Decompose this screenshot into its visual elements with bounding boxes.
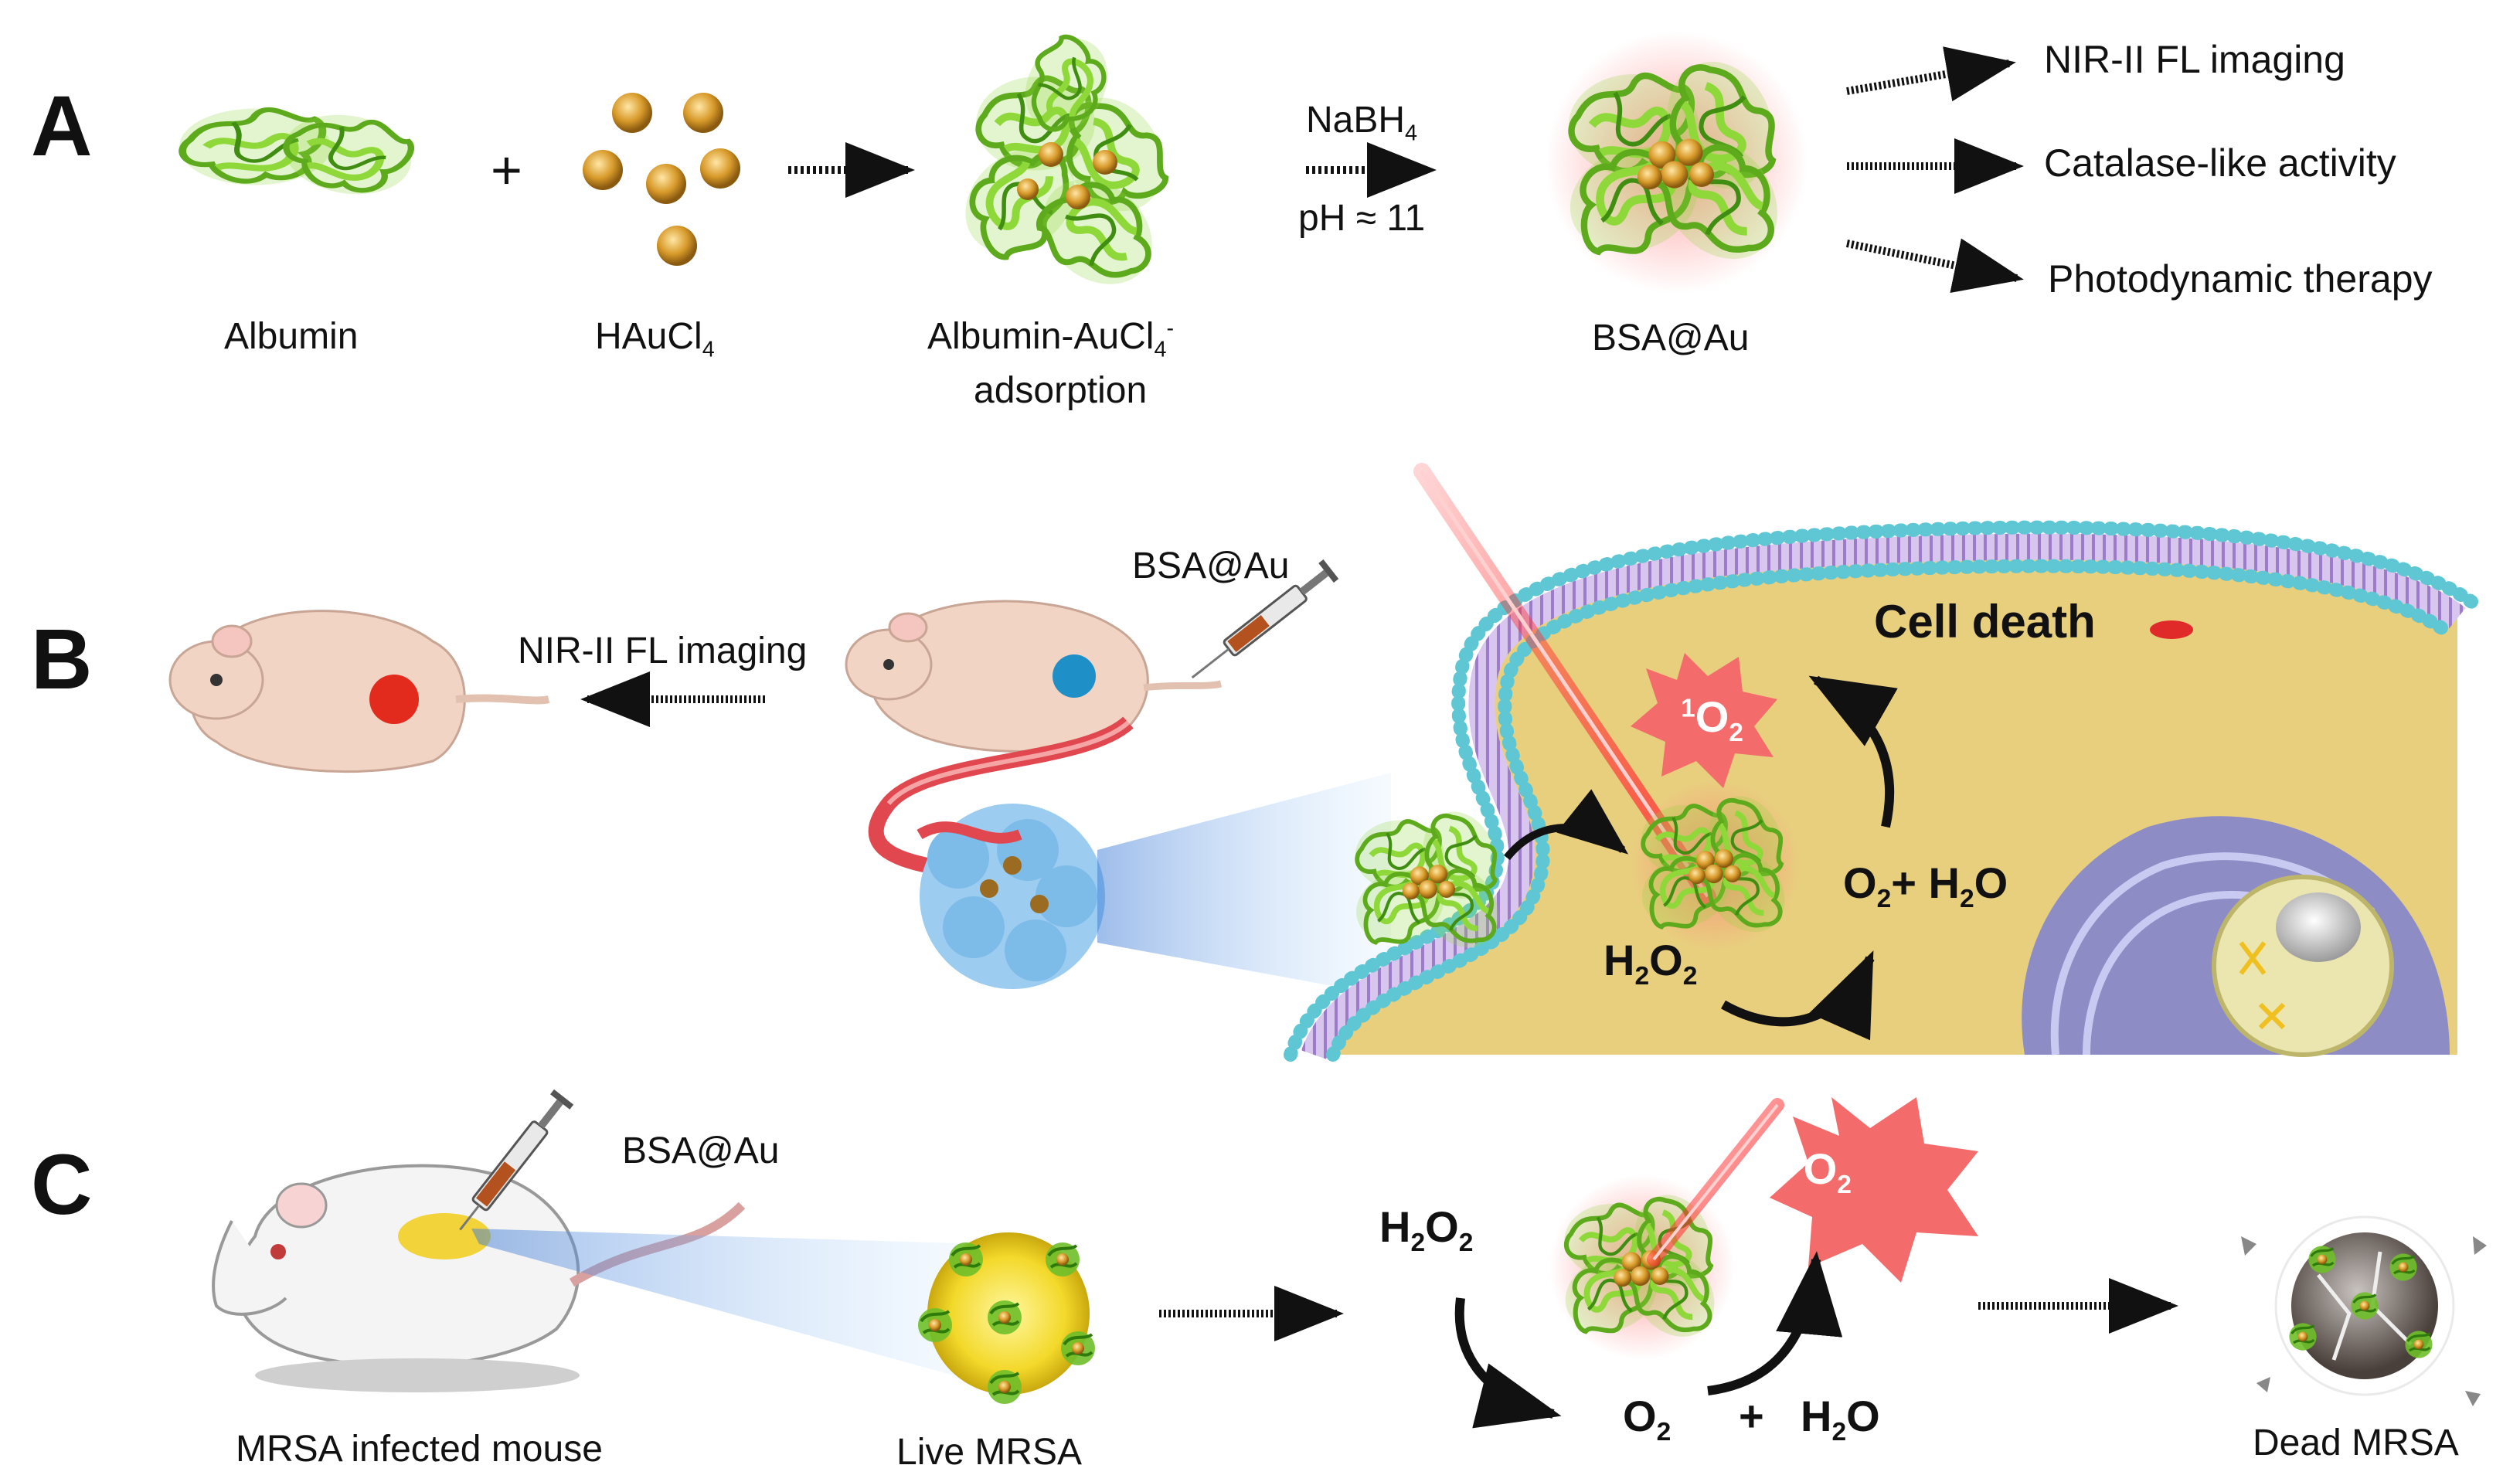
mrsa-mouse-label: MRSA infected mouse: [236, 1429, 603, 1470]
haucl4-gold-ion-icon: [583, 93, 740, 266]
cycle-arrows-c: [1454, 1251, 1843, 1429]
o2-label-c: O2: [1623, 1392, 1671, 1447]
injection-label-b: BSA@Au: [1132, 546, 1290, 586]
albumin-protein-icon: [179, 102, 427, 207]
blood-vessel-icon: [868, 716, 1134, 873]
zoom-cone-c: [471, 1229, 981, 1383]
output-arrows: [1845, 46, 2024, 294]
h2o2-label-c: H2O2: [1379, 1202, 1474, 1258]
injected-mouse-icon: [845, 600, 1223, 753]
live-mrsa-bacterium-icon: [917, 1232, 1097, 1406]
tumor-tissue-icon: [917, 804, 1105, 989]
plus-label-c: +: [1739, 1392, 1764, 1440]
bsa-au-product-icon: [1546, 31, 1808, 294]
panel-label-a: A: [31, 79, 93, 174]
organelles-icon: [2022, 816, 2450, 1057]
syringe-b-icon: [1191, 559, 1339, 679]
adsorption-label-line1: Albumin-AuCl4-: [927, 316, 1175, 362]
panel-label-c: C: [31, 1137, 93, 1232]
plus-sign: +: [491, 140, 522, 200]
cell-death-label: Cell death: [1874, 596, 2096, 648]
live-mrsa-label: Live MRSA: [896, 1432, 1083, 1473]
o2-h2o-label-b: O2+ H2O: [1843, 858, 2008, 914]
singlet-oxygen-burst-c-icon: [1770, 1097, 1978, 1283]
internalization-arrow: [1504, 789, 1629, 861]
singlet-oxygen-label-b: 1O2: [1681, 692, 1743, 748]
injection-label-c: BSA@Au: [622, 1130, 780, 1171]
cycle-arrows-b: [1721, 675, 1898, 1041]
zoom-cone-b: [1097, 773, 1391, 997]
singlet-oxygen-label-c: 1O2: [1789, 1144, 1852, 1200]
syringe-c-icon: [459, 1089, 574, 1231]
haucl4-label: HAuCl4: [595, 316, 715, 362]
albumin-label: Albumin: [224, 316, 359, 357]
mrsa-mouse-icon: [212, 1164, 746, 1392]
dead-cell-icon: [2150, 620, 2193, 639]
dead-mrsa-bacterium-icon: [2241, 1215, 2487, 1406]
panel-label-b: B: [31, 612, 93, 707]
h2o2-label-b: H2O2: [1603, 936, 1698, 991]
bsa-au-internalized-icon: [1631, 780, 1801, 950]
imaging-label: NIR-II FL imaging: [518, 631, 808, 671]
singlet-oxygen-burst-b-icon: [1631, 653, 1777, 788]
albumin-aucl4-complex-icon: [944, 24, 1183, 306]
output-catalase: Catalase-like activity: [2044, 141, 2396, 185]
tumor-icon: [1053, 654, 1096, 698]
ph-condition-label: pH ≈ 11: [1298, 198, 1426, 239]
dead-mrsa-label: Dead MRSA: [2253, 1423, 2459, 1463]
reagent-label: NaBH4: [1306, 100, 1418, 146]
h2o-label-c: H2O: [1801, 1392, 1880, 1447]
output-pdt: Photodynamic therapy: [2048, 257, 2433, 301]
laser-c-icon: [1647, 1098, 1784, 1266]
adsorption-label-line2: adsorption: [974, 370, 1148, 411]
tumor-signal-icon: [369, 675, 419, 724]
output-nir-imaging: NIR-II FL imaging: [2044, 38, 2345, 81]
bsa-au-label: BSA@Au: [1592, 318, 1750, 359]
imaged-mouse-icon: [168, 610, 550, 773]
